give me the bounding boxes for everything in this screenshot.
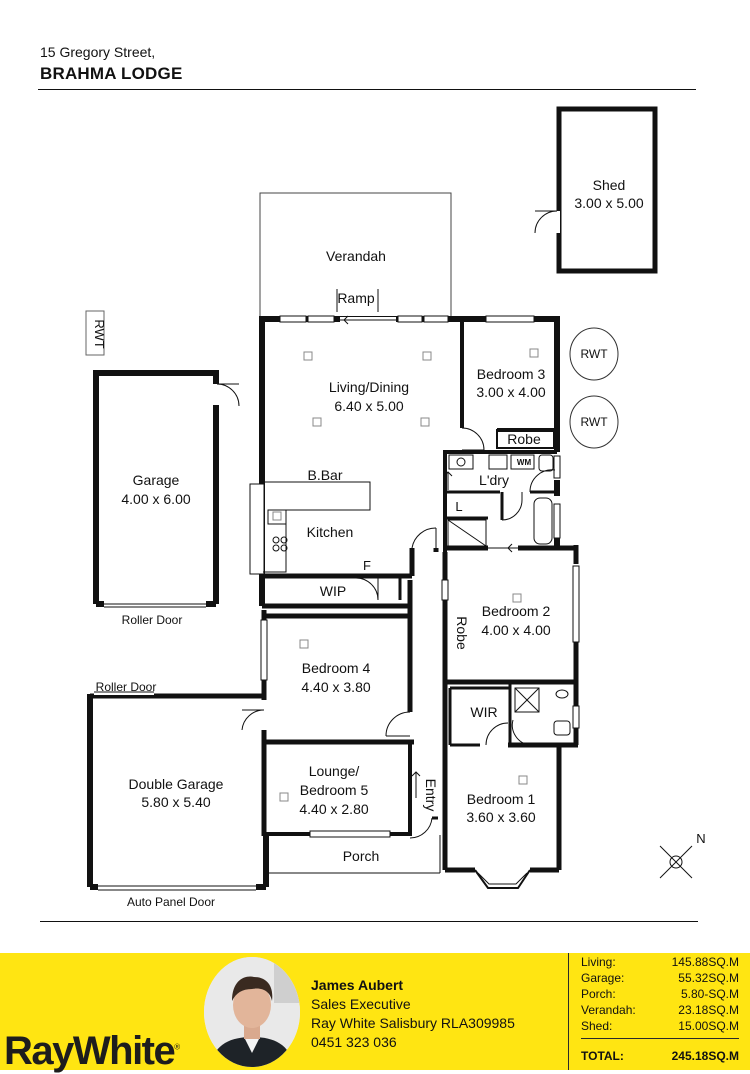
- house-walls: [87, 315, 580, 891]
- agent-name: James Aubert: [311, 977, 404, 993]
- garage-label: Garage: [133, 472, 180, 488]
- area-row-porch: Porch:5.80-SQ.M: [581, 987, 739, 1001]
- rwt-left-label: RWT: [92, 319, 107, 348]
- porch-label: Porch: [343, 848, 380, 864]
- agent-phone: 0451 323 036: [311, 1034, 397, 1050]
- agent-office: Ray White Salisbury RLA309985: [311, 1015, 515, 1031]
- bedroom1-dims: 3.60 x 3.60: [466, 809, 535, 825]
- area-row-total: TOTAL:245.18SQ.M: [581, 1049, 739, 1063]
- area-summary: Living:145.88SQ.M Garage:55.32SQ.M Porch…: [568, 953, 750, 1070]
- raywhite-logo: RayWhite®: [4, 1029, 181, 1073]
- wip-label: WIP: [320, 583, 346, 599]
- bedroom2-dims: 4.00 x 4.00: [481, 622, 550, 638]
- breakfast-bar-label: B.Bar: [307, 467, 342, 483]
- garage-roller-door: Roller Door: [122, 613, 183, 627]
- north-compass-icon: N: [659, 831, 706, 879]
- fridge-label: F: [363, 558, 371, 573]
- shed-label: Shed: [593, 177, 626, 193]
- bedroom4-label: Bedroom 4: [302, 660, 371, 676]
- kitchen-label: Kitchen: [307, 524, 354, 540]
- ramp-label: Ramp: [337, 290, 375, 306]
- verandah: Verandah Ramp: [259, 192, 452, 318]
- robe2-label: Robe: [454, 616, 470, 650]
- rwt-tank-2-label: RWT: [580, 415, 608, 429]
- bedroom3-dims: 3.00 x 4.00: [476, 384, 545, 400]
- brand-name: RayWhite: [4, 1029, 176, 1073]
- suburb-title: BRAHMA LODGE: [40, 64, 183, 83]
- agent-info: James Aubert Sales Executive Ray White S…: [311, 976, 515, 1052]
- auto-panel-door-label: Auto Panel Door: [127, 895, 215, 909]
- lounge-dims: 4.40 x 2.80: [299, 801, 368, 817]
- lounge-label-line2: Bedroom 5: [300, 782, 369, 798]
- garage-dims: 4.00 x 6.00: [121, 491, 190, 507]
- agent-footer: RayWhite® James Aubert Sales Executive R…: [0, 953, 750, 1073]
- footer-divider: [40, 921, 698, 922]
- lounge-label-line1: Lounge/: [309, 763, 360, 779]
- bedroom4-dims: 4.40 x 3.80: [301, 679, 370, 695]
- header-divider: [38, 89, 696, 90]
- area-row-garage: Garage:55.32SQ.M: [581, 971, 739, 985]
- area-row-shed: Shed:15.00SQ.M: [581, 1019, 739, 1033]
- entry-label: Entry: [423, 779, 439, 812]
- robe-label: Robe: [507, 431, 541, 447]
- verandah-label: Verandah: [326, 248, 386, 264]
- area-row-verandah: Verandah:23.18SQ.M: [581, 1003, 739, 1017]
- floor-plan: Shed 3.00 x 5.00 Verandah Ramp RWT RWT R…: [85, 106, 706, 909]
- light-fixtures: [272, 348, 539, 802]
- area-row-living: Living:145.88SQ.M: [581, 955, 739, 969]
- bedroom2-label: Bedroom 2: [482, 603, 551, 619]
- total-divider: [581, 1038, 739, 1039]
- rwt-tank-1-label: RWT: [580, 347, 608, 361]
- wir-label: WIR: [470, 704, 497, 720]
- double-garage-label: Double Garage: [129, 776, 224, 792]
- laundry-label: L'dry: [479, 472, 509, 488]
- north-label: N: [696, 831, 705, 846]
- washing-machine-label: WM: [517, 458, 532, 467]
- stair-arrows: [411, 471, 530, 798]
- address-line: 15 Gregory Street,: [40, 44, 156, 60]
- shed-dims: 3.00 x 5.00: [574, 195, 643, 211]
- linen-label: L: [455, 499, 462, 514]
- living-label: Living/Dining: [329, 379, 409, 395]
- double-garage-roller-door: Roller Door: [96, 680, 157, 694]
- bedroom3-label: Bedroom 3: [477, 366, 546, 382]
- agent-title: Sales Executive: [311, 996, 411, 1012]
- agent-photo: [204, 957, 300, 1067]
- bedroom1-label: Bedroom 1: [467, 791, 536, 807]
- living-dims: 6.40 x 5.00: [334, 398, 403, 414]
- rwt-left: RWT: [85, 310, 107, 356]
- double-garage-dims: 5.80 x 5.40: [141, 794, 210, 810]
- rwt-tanks: RWT RWT: [569, 327, 619, 449]
- garage: Garage 4.00 x 6.00 Roller Door: [93, 370, 240, 627]
- shed: Shed 3.00 x 5.00: [534, 106, 658, 274]
